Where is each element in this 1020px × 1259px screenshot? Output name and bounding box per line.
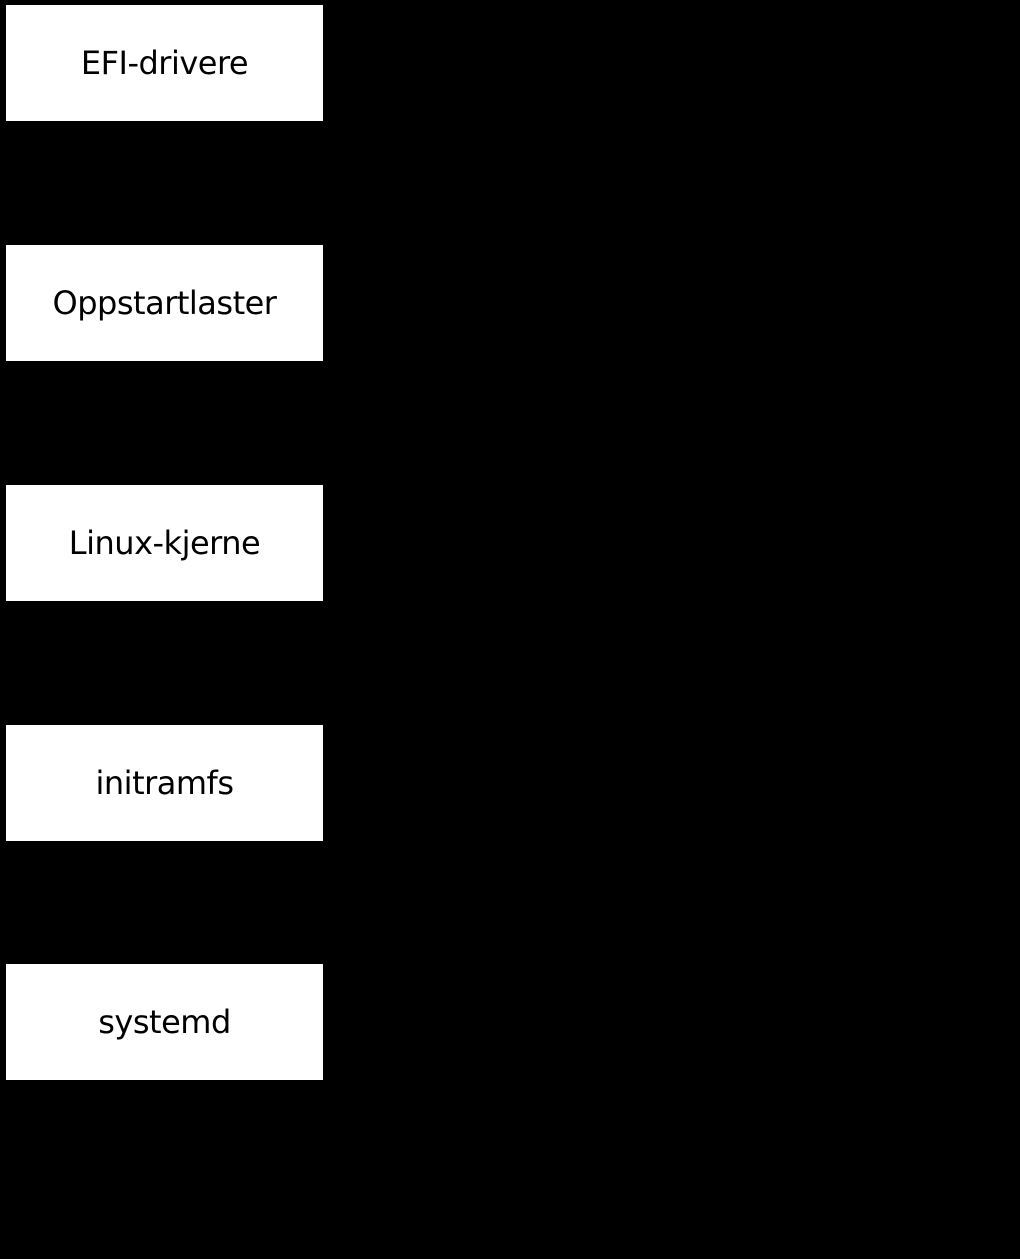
node-linux-kjerne: Linux-kjerne — [6, 485, 323, 601]
node-label: Oppstartlaster — [52, 284, 277, 322]
node-systemd: systemd — [6, 964, 323, 1080]
node-initramfs: initramfs — [6, 725, 323, 841]
node-label: initramfs — [95, 764, 234, 802]
node-oppstartlaster: Oppstartlaster — [6, 245, 323, 361]
node-label: systemd — [98, 1003, 231, 1041]
node-label: Linux-kjerne — [68, 524, 261, 562]
node-label: EFI-drivere — [80, 44, 249, 82]
node-efi-drivere: EFI-drivere — [6, 5, 323, 121]
